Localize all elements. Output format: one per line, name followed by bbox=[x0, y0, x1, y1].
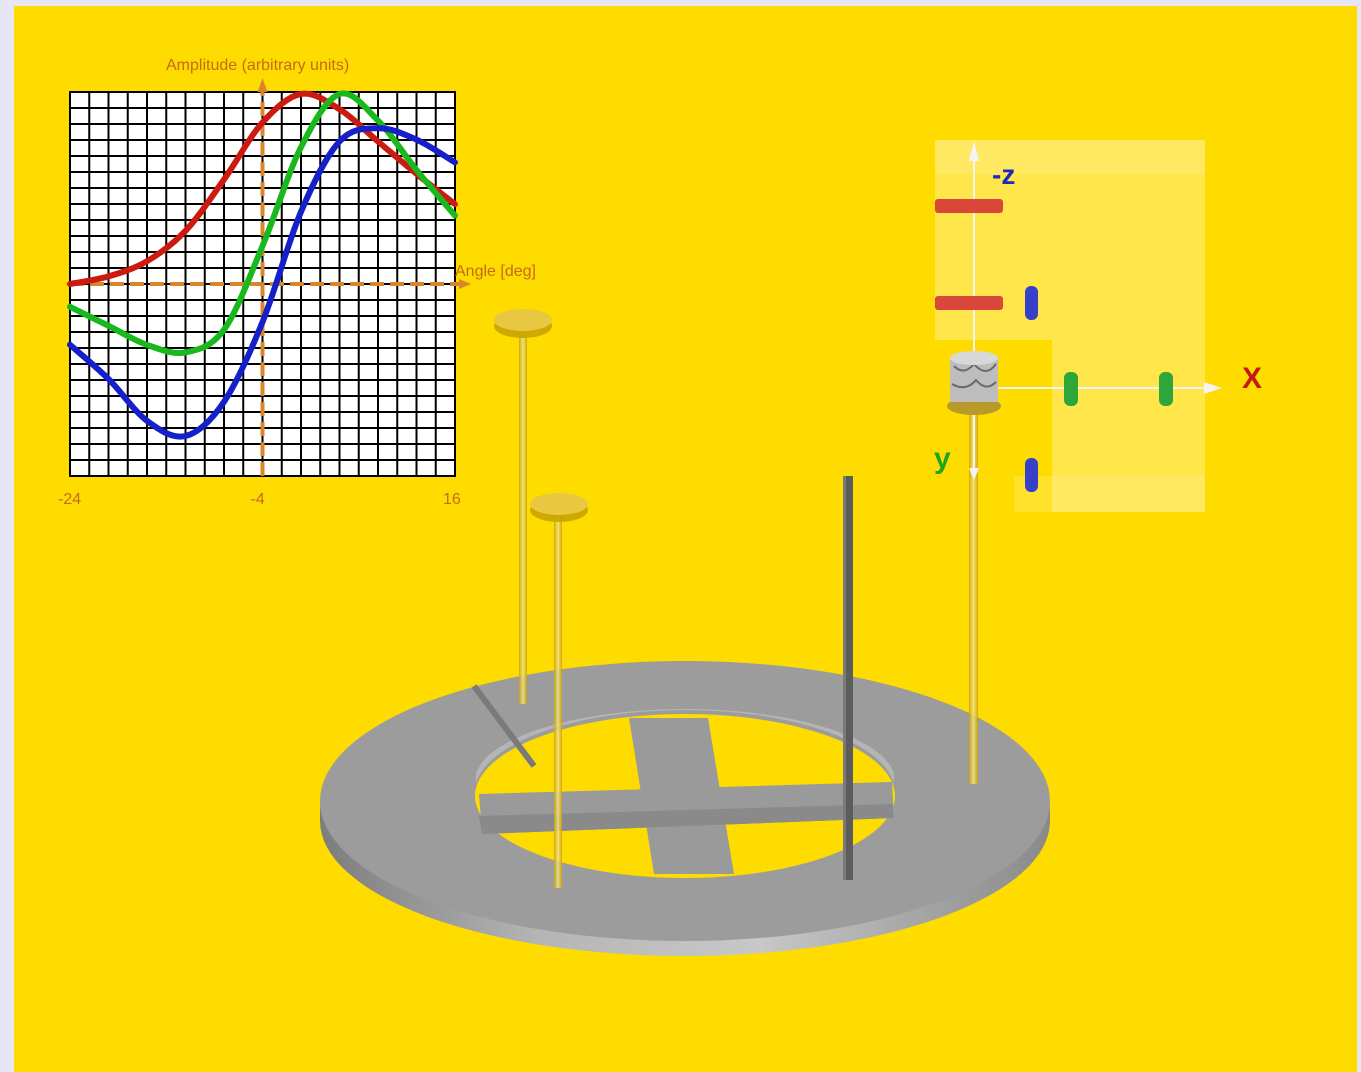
chart-x-arrow-icon bbox=[459, 279, 471, 289]
rod-1-shaft bbox=[519, 332, 527, 704]
rod-2-shaft bbox=[554, 516, 562, 888]
chart: -24 -4 16 Amplitude (arbitrary units) Angl… bbox=[58, 57, 536, 508]
rod-1-disk bbox=[494, 309, 552, 331]
gizmo-z-arrow-icon bbox=[969, 141, 979, 161]
x-tick-label: 16 bbox=[443, 491, 461, 508]
series-blue-line bbox=[67, 125, 458, 440]
platform[interactable] bbox=[320, 661, 1050, 956]
chart-xlabel: Angle [deg] bbox=[455, 263, 536, 280]
detector-top bbox=[950, 351, 998, 365]
gizmo-y-label: y bbox=[934, 442, 951, 475]
gizmo-blue-marker-1 bbox=[1025, 286, 1038, 320]
x-tick-label: -24 bbox=[58, 491, 81, 508]
gizmo-blue-marker-2 bbox=[1025, 458, 1038, 492]
gizmo-x-marker-2 bbox=[1159, 372, 1173, 406]
rod-1[interactable] bbox=[494, 309, 552, 704]
3d-viewport[interactable]: -z X y -24 -4 16 Amplitude (arbitrary unit… bbox=[14, 6, 1357, 1072]
series-red-line bbox=[67, 90, 458, 287]
rod-2[interactable] bbox=[530, 493, 588, 888]
chart-ticks: -24 -4 16 bbox=[58, 491, 461, 508]
chart-axes bbox=[70, 78, 471, 476]
gizmo-z-marker-2 bbox=[935, 296, 1003, 310]
x-tick-label: -4 bbox=[251, 491, 265, 508]
gizmo-panel-lower bbox=[1052, 340, 1205, 512]
gizmo-x-label: X bbox=[1242, 362, 1262, 395]
rod-4-shaft bbox=[969, 406, 978, 784]
chart-y-arrow-icon bbox=[257, 78, 268, 92]
chart-ylabel: Amplitude (arbitrary units) bbox=[166, 57, 349, 74]
axis-gizmo[interactable]: -z X y bbox=[934, 140, 1262, 512]
gizmo-z-label: -z bbox=[992, 159, 1015, 190]
rod-4[interactable] bbox=[969, 406, 978, 784]
gizmo-x-marker-1 bbox=[1064, 372, 1078, 406]
gizmo-x-arrow-icon bbox=[1204, 382, 1222, 394]
gizmo-z-marker-1 bbox=[935, 199, 1003, 213]
rod-3-shaft bbox=[843, 476, 853, 880]
chart-series bbox=[67, 90, 458, 440]
rod-3[interactable] bbox=[843, 476, 853, 880]
rod-2-disk bbox=[530, 493, 588, 515]
